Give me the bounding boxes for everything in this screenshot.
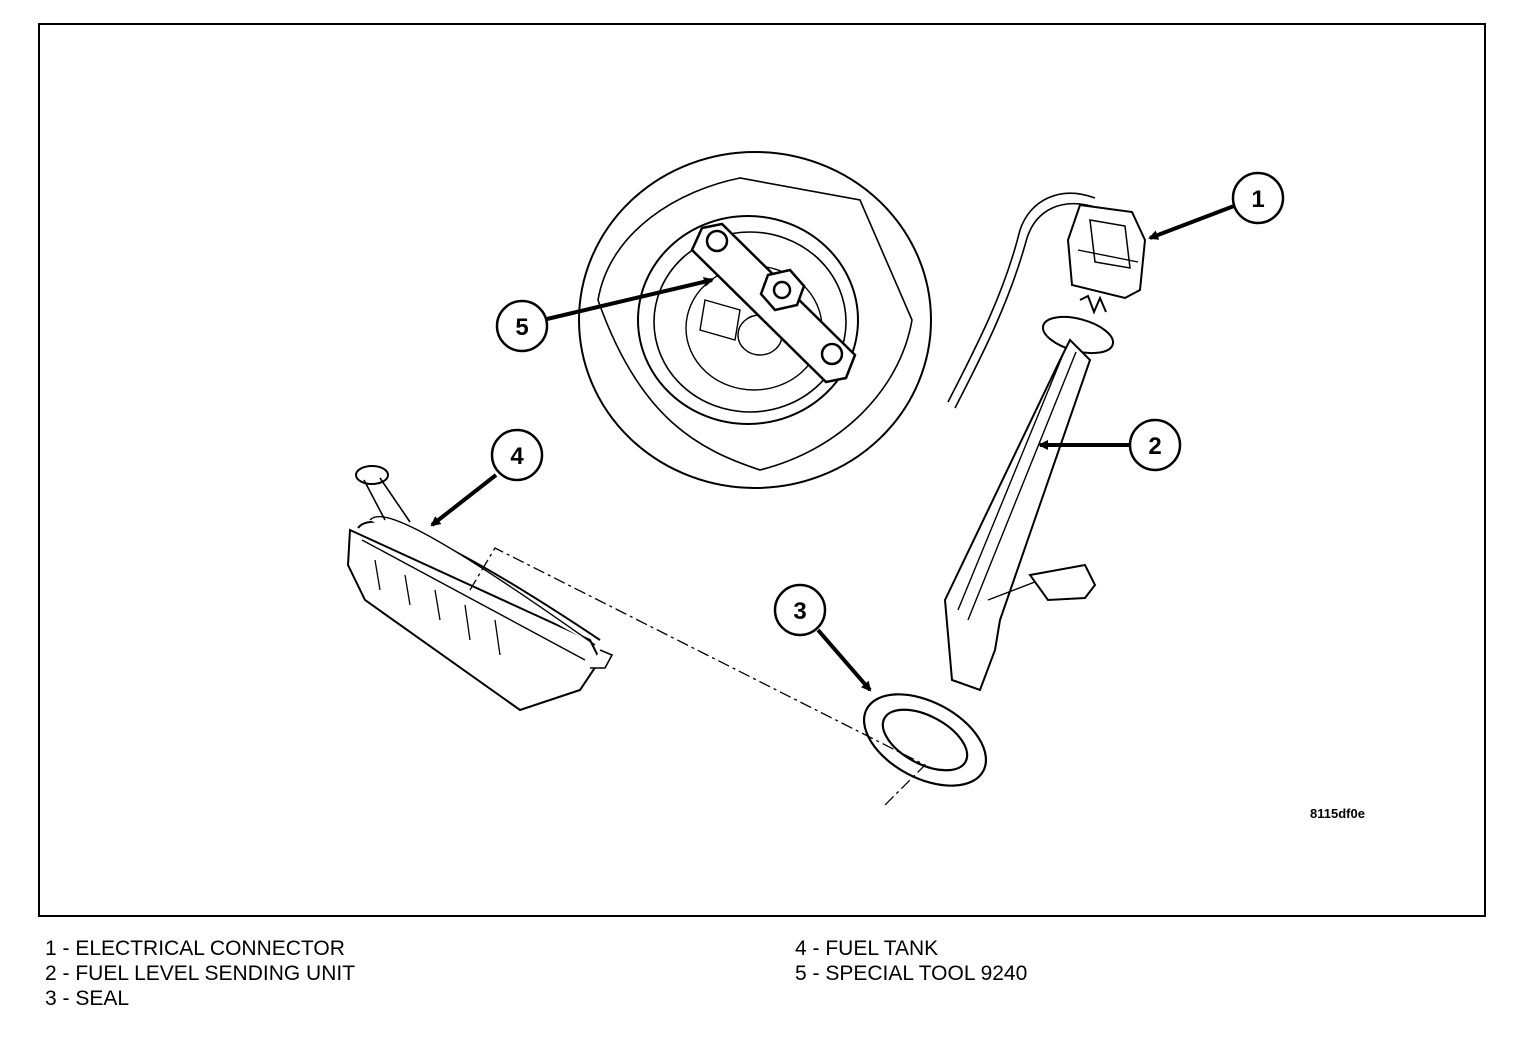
legend-item-2: 2 - FUEL LEVEL SENDING UNIT [45,962,356,985]
seal-part [862,693,988,787]
svg-text:4: 4 [510,443,524,470]
callout-4: 4 [490,428,544,482]
alignment-centerline [469,547,927,806]
callout-3: 3 [773,583,827,637]
fuel-level-sending-unit-part [943,294,1115,692]
callout-1: 1 [1231,171,1285,225]
legend-right-column: 4 - FUEL TANK 5 - SPECIAL TOOL 9240 [795,936,1027,986]
legend-item-1: 1 - ELECTRICAL CONNECTOR [45,937,345,960]
leader-4 [430,473,498,527]
leader-3 [816,628,872,692]
callout-5: 5 [495,299,549,353]
svg-text:1: 1 [1251,186,1264,213]
leader-5 [546,276,714,321]
electrical-connector-part [1066,203,1147,300]
callout-2: 2 [1128,418,1182,472]
fuel-tank-part [346,465,614,712]
figure-id: 8115df0e [1310,806,1365,821]
diagram-frame [38,23,1486,917]
svg-text:2: 2 [1148,433,1161,460]
leader-1 [1148,204,1235,240]
wire-harness [947,192,1099,409]
svg-text:5: 5 [515,314,528,341]
legend-left-column: 1 - ELECTRICAL CONNECTOR 2 - FUEL LEVEL … [45,936,355,1011]
svg-text:3: 3 [793,598,806,625]
legend-item-4: 4 - FUEL TANK [795,937,939,960]
legend-item-5: 5 - SPECIAL TOOL 9240 [795,962,1028,985]
legend-item-3: 3 - SEAL [45,987,130,1010]
tank-module-lock-ring [578,151,932,489]
callout-leaders [430,204,1235,692]
special-tool-9240 [690,222,857,384]
